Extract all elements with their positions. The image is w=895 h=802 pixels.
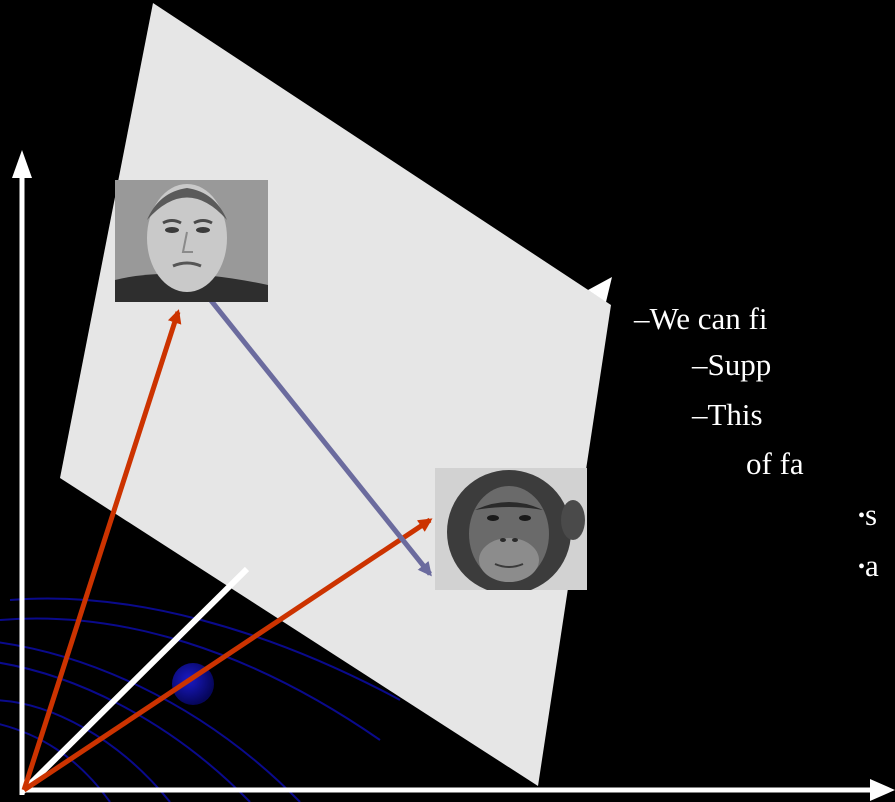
bullet-text: This bbox=[708, 397, 763, 432]
bullet-text: of fa bbox=[746, 446, 804, 481]
bullet-marker: – bbox=[634, 301, 650, 336]
bullet-text: Supp bbox=[708, 347, 772, 382]
bullet-line-6: •a bbox=[858, 548, 879, 585]
bullet-line-1: –We can fi bbox=[634, 301, 768, 337]
bullet-line-2: –Supp bbox=[692, 347, 771, 383]
bullet-text: We can fi bbox=[650, 301, 768, 336]
bullet-text: s bbox=[865, 497, 877, 532]
bullet-line-5: •s bbox=[858, 497, 877, 534]
bullet-marker: – bbox=[692, 347, 708, 382]
bullet-line-4: of fa bbox=[746, 446, 804, 482]
bullet-marker: • bbox=[858, 505, 865, 527]
bullet-marker: – bbox=[692, 397, 708, 432]
bullet-marker: • bbox=[858, 556, 865, 578]
bullet-line-3: –This bbox=[692, 397, 763, 433]
bullet-text: a bbox=[865, 548, 879, 583]
